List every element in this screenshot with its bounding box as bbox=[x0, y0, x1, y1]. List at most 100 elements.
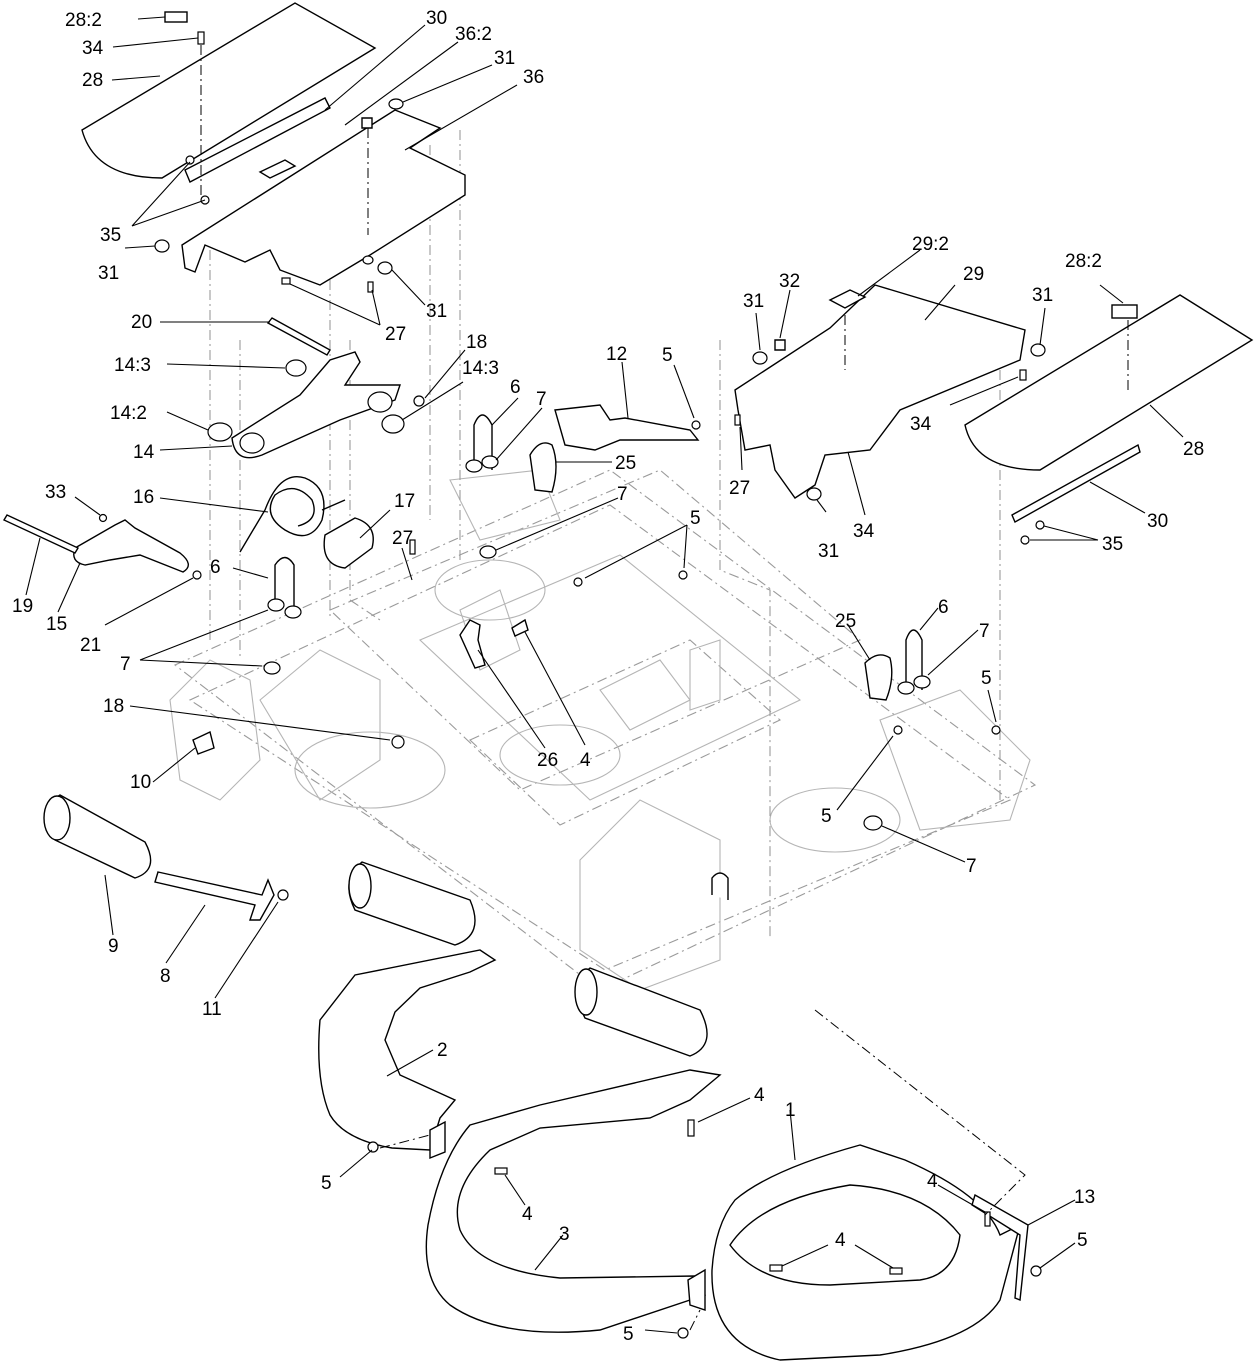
callout: 18 bbox=[103, 696, 124, 717]
callout: 5 bbox=[623, 1324, 634, 1345]
callout: 31 bbox=[426, 301, 447, 322]
callout: 35 bbox=[1102, 534, 1123, 555]
callout: 30 bbox=[426, 8, 447, 29]
callout: 28:2 bbox=[65, 10, 102, 31]
hinge-strip-right bbox=[1011, 443, 1141, 523]
roller-front bbox=[577, 967, 708, 1057]
callout: 25 bbox=[615, 453, 636, 474]
callout: 27 bbox=[729, 478, 750, 499]
callout: 13 bbox=[1074, 1187, 1095, 1208]
callout: 17 bbox=[394, 491, 415, 512]
nut-7-h bbox=[913, 675, 931, 689]
baffle-2 bbox=[318, 949, 497, 1151]
ubolt-6-left bbox=[274, 556, 295, 610]
washer-31-a bbox=[388, 98, 404, 110]
screw-27-b bbox=[367, 281, 374, 293]
bushing-14-3-a bbox=[285, 359, 307, 377]
decal-29-2 bbox=[828, 289, 867, 309]
callout: 31 bbox=[1032, 285, 1053, 306]
callout: 36 bbox=[523, 67, 544, 88]
callout: 27 bbox=[385, 324, 406, 345]
bolt-4-center bbox=[511, 618, 529, 637]
bolt-4-baffle-e bbox=[984, 1211, 991, 1227]
callout: 29:2 bbox=[912, 234, 949, 255]
callout: 31 bbox=[98, 263, 119, 284]
washer-31-e bbox=[752, 351, 768, 365]
nut-11 bbox=[277, 889, 289, 901]
nut-7-c bbox=[263, 661, 281, 675]
callout: 5 bbox=[981, 668, 992, 689]
washer-31-f bbox=[1030, 343, 1046, 357]
callout: 2 bbox=[437, 1040, 448, 1061]
callout: 28:2 bbox=[1065, 251, 1102, 272]
arm-eye-b bbox=[367, 391, 393, 413]
callout: 28 bbox=[82, 70, 103, 91]
callout: 16 bbox=[133, 487, 154, 508]
decal-28-2-top bbox=[164, 11, 188, 23]
callout: 29 bbox=[963, 264, 984, 285]
screw-35-a bbox=[185, 155, 195, 165]
callout: 34 bbox=[910, 414, 932, 435]
callout: 25 bbox=[835, 611, 856, 632]
callout: 34 bbox=[853, 521, 875, 542]
baffle-1 bbox=[711, 1144, 1022, 1361]
leader-lines bbox=[25, 16, 1184, 1334]
callout: 35 bbox=[100, 225, 121, 246]
callout: 28 bbox=[1183, 439, 1204, 460]
callout: 4 bbox=[835, 1230, 846, 1251]
callout: 34 bbox=[82, 38, 104, 59]
latch-26 bbox=[459, 619, 486, 669]
nut-7-g bbox=[897, 681, 915, 695]
hinge-strip-left bbox=[184, 97, 331, 183]
callout: 14:3 bbox=[462, 358, 499, 379]
callout: 31 bbox=[743, 291, 764, 312]
screw-34-right bbox=[1019, 369, 1027, 381]
decal-28-2-right bbox=[1111, 304, 1138, 319]
nut-7-b bbox=[284, 605, 302, 619]
bolt-4-baffle-d bbox=[889, 1267, 903, 1275]
mount-bracket-36 bbox=[181, 109, 466, 286]
bolt-20 bbox=[266, 317, 331, 356]
linkage-left bbox=[2, 317, 425, 755]
cover-plate-left bbox=[81, 2, 377, 179]
deck-frame-ghost bbox=[169, 130, 1037, 991]
nut-7-f bbox=[479, 545, 497, 559]
bushing-17 bbox=[323, 517, 374, 569]
callout: 4 bbox=[522, 1204, 533, 1225]
callout: 7 bbox=[979, 621, 990, 642]
callout: 31 bbox=[494, 48, 515, 69]
callout: 10 bbox=[130, 772, 151, 793]
right-side-parts bbox=[711, 629, 1001, 900]
bumper-25-center bbox=[529, 442, 557, 493]
callout: 9 bbox=[108, 936, 119, 957]
nut-5-baffle-a bbox=[367, 1141, 379, 1153]
pin-32 bbox=[774, 339, 786, 351]
callout: 19 bbox=[12, 596, 33, 617]
bracket-baffle-2 bbox=[429, 1120, 446, 1160]
screw-27-a bbox=[281, 277, 291, 285]
nut-5-center bbox=[573, 577, 583, 587]
bolt-4-baffle-c bbox=[769, 1264, 783, 1272]
callout: 5 bbox=[690, 508, 701, 529]
bushing-14-2 bbox=[207, 422, 233, 442]
nut-7-a bbox=[267, 598, 285, 612]
bolt-4-baffle-a bbox=[687, 1119, 695, 1137]
pivot-shaft-15 bbox=[73, 519, 189, 573]
nut-7-i bbox=[863, 815, 883, 831]
callout: 14:3 bbox=[114, 355, 151, 376]
bushing-14-3-b bbox=[381, 414, 405, 434]
ubolt-front bbox=[711, 872, 729, 900]
callout: 6 bbox=[210, 557, 221, 578]
screw-34-top bbox=[197, 31, 205, 45]
arm-eye-a bbox=[239, 432, 265, 454]
callout: 5 bbox=[821, 806, 832, 827]
nut-5-baffle-b bbox=[677, 1327, 689, 1339]
bracket-12 bbox=[554, 404, 700, 451]
callout: 5 bbox=[1077, 1230, 1088, 1251]
callout: 14:2 bbox=[110, 403, 147, 424]
baffle-3 bbox=[425, 1069, 722, 1333]
callout: 32 bbox=[779, 271, 800, 292]
callout: 20 bbox=[131, 312, 152, 333]
screw-27-right bbox=[734, 414, 741, 426]
